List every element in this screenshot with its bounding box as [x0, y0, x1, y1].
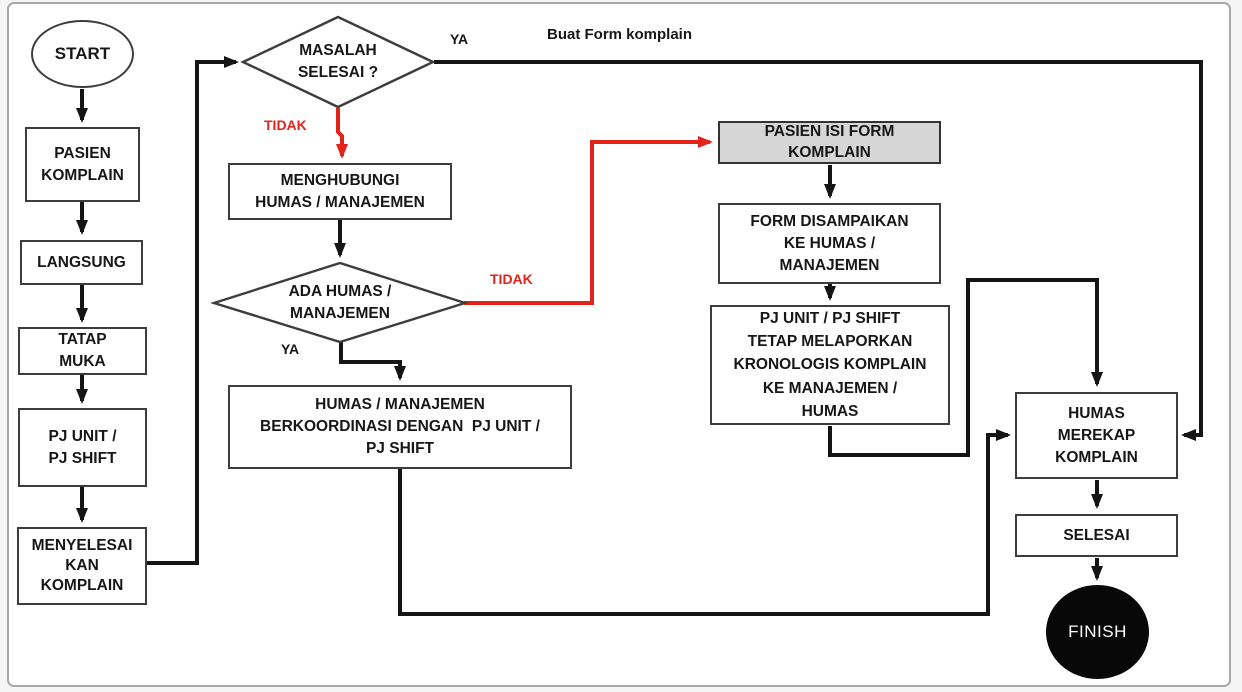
node-pj-tetap-melaporkan: PJ UNIT / PJ SHIFT TETAP MELAPORKAN KRON… [710, 305, 950, 425]
edge-tidak-to-menghubungi [336, 108, 348, 159]
node-form-disampaikan: FORM DISAMPAIKAN KE HUMAS / MANAJEMEN [718, 203, 941, 284]
node-pasien-isi-form: PASIEN ISI FORM KOMPLAIN [718, 121, 941, 164]
edge-label-buat-form-komplain: Buat Form komplain [547, 26, 693, 43]
node-menyelesaikan-komplain: MENYELESAI KAN KOMPLAIN [17, 527, 147, 605]
decision-ada-humas-shape [209, 261, 469, 344]
edge-menyelesaikan-to-masalah [147, 56, 239, 565]
node-start: START [31, 20, 134, 88]
edge-label-tidak-masalah: TIDAK [264, 117, 307, 133]
node-menghubungi-humas: MENGHUBUNGI HUMAS / MANAJEMEN [228, 163, 452, 220]
node-langsung: LANGSUNG [20, 240, 143, 285]
slide-background [7, 2, 1231, 687]
edge-ya-buat-form-to-merekap [434, 60, 1203, 441]
node-pasien-komplain: PASIEN KOMPLAIN [25, 127, 140, 202]
edge-tidak-to-pasien-isi-form [464, 136, 713, 305]
edge-label-ya-ada-humas: YA [281, 341, 300, 357]
node-selesai: SELESAI [1015, 514, 1178, 557]
node-tatap-muka: TATAP MUKA [18, 327, 147, 375]
node-humas-merekap: HUMAS MEREKAP KOMPLAIN [1015, 392, 1178, 479]
decision-masalah-selesai-shape [240, 15, 436, 109]
edge-label-tidak-ada-humas: TIDAK [490, 271, 533, 287]
edge-berkoordinasi-to-merekap [398, 429, 1011, 616]
node-finish: FINISH [1046, 585, 1149, 679]
edge-pjtetap-to-merekap [828, 278, 1103, 457]
edge-ya-to-berkoordinasi [339, 341, 406, 381]
node-humas-berkoordinasi: HUMAS / MANAJEMEN BERKOORDINASI DENGAN P… [228, 385, 572, 469]
edge-label-ya-masalah: YA [450, 31, 469, 47]
node-pj-unit-shift: PJ UNIT / PJ SHIFT [18, 408, 147, 487]
